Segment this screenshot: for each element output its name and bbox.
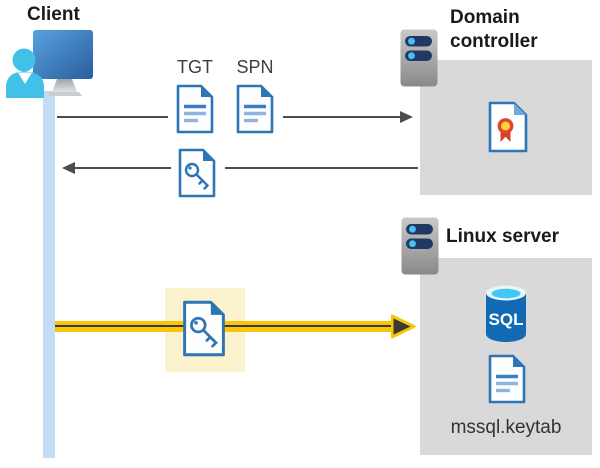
domain-controller-label: Domain controller <box>450 7 538 52</box>
certificate-icon <box>488 101 528 153</box>
client-label: Client <box>27 4 80 25</box>
keytab-file-label: mssql.keytab <box>450 417 562 438</box>
keytab-key-file-icon <box>183 300 225 357</box>
request-arrow-line-right <box>283 116 401 118</box>
request-arrowhead-icon <box>400 111 413 123</box>
linux-server-icon <box>401 217 439 275</box>
domain-controller-server-icon <box>400 29 438 87</box>
ticket-key-file-icon <box>178 148 216 198</box>
response-arrow-line-right <box>225 167 418 169</box>
sql-label: SQL <box>489 310 524 329</box>
linux-server-label: Linux server <box>446 226 559 247</box>
tgt-label: TGT <box>177 57 213 77</box>
keytab-document-icon <box>488 354 526 404</box>
request-arrow-line-left <box>57 116 168 118</box>
client-computer-icon <box>6 30 93 98</box>
response-arrowhead-icon <box>62 162 75 174</box>
spn-label: SPN <box>236 57 274 77</box>
sql-database-icon: SQL <box>486 285 526 342</box>
response-arrow-line-left <box>75 167 171 169</box>
tgt-document-icon <box>176 84 214 134</box>
client-lifeline <box>43 91 55 458</box>
spn-document-icon <box>236 84 274 134</box>
keytab-auth-arrowhead-icon <box>391 314 416 339</box>
